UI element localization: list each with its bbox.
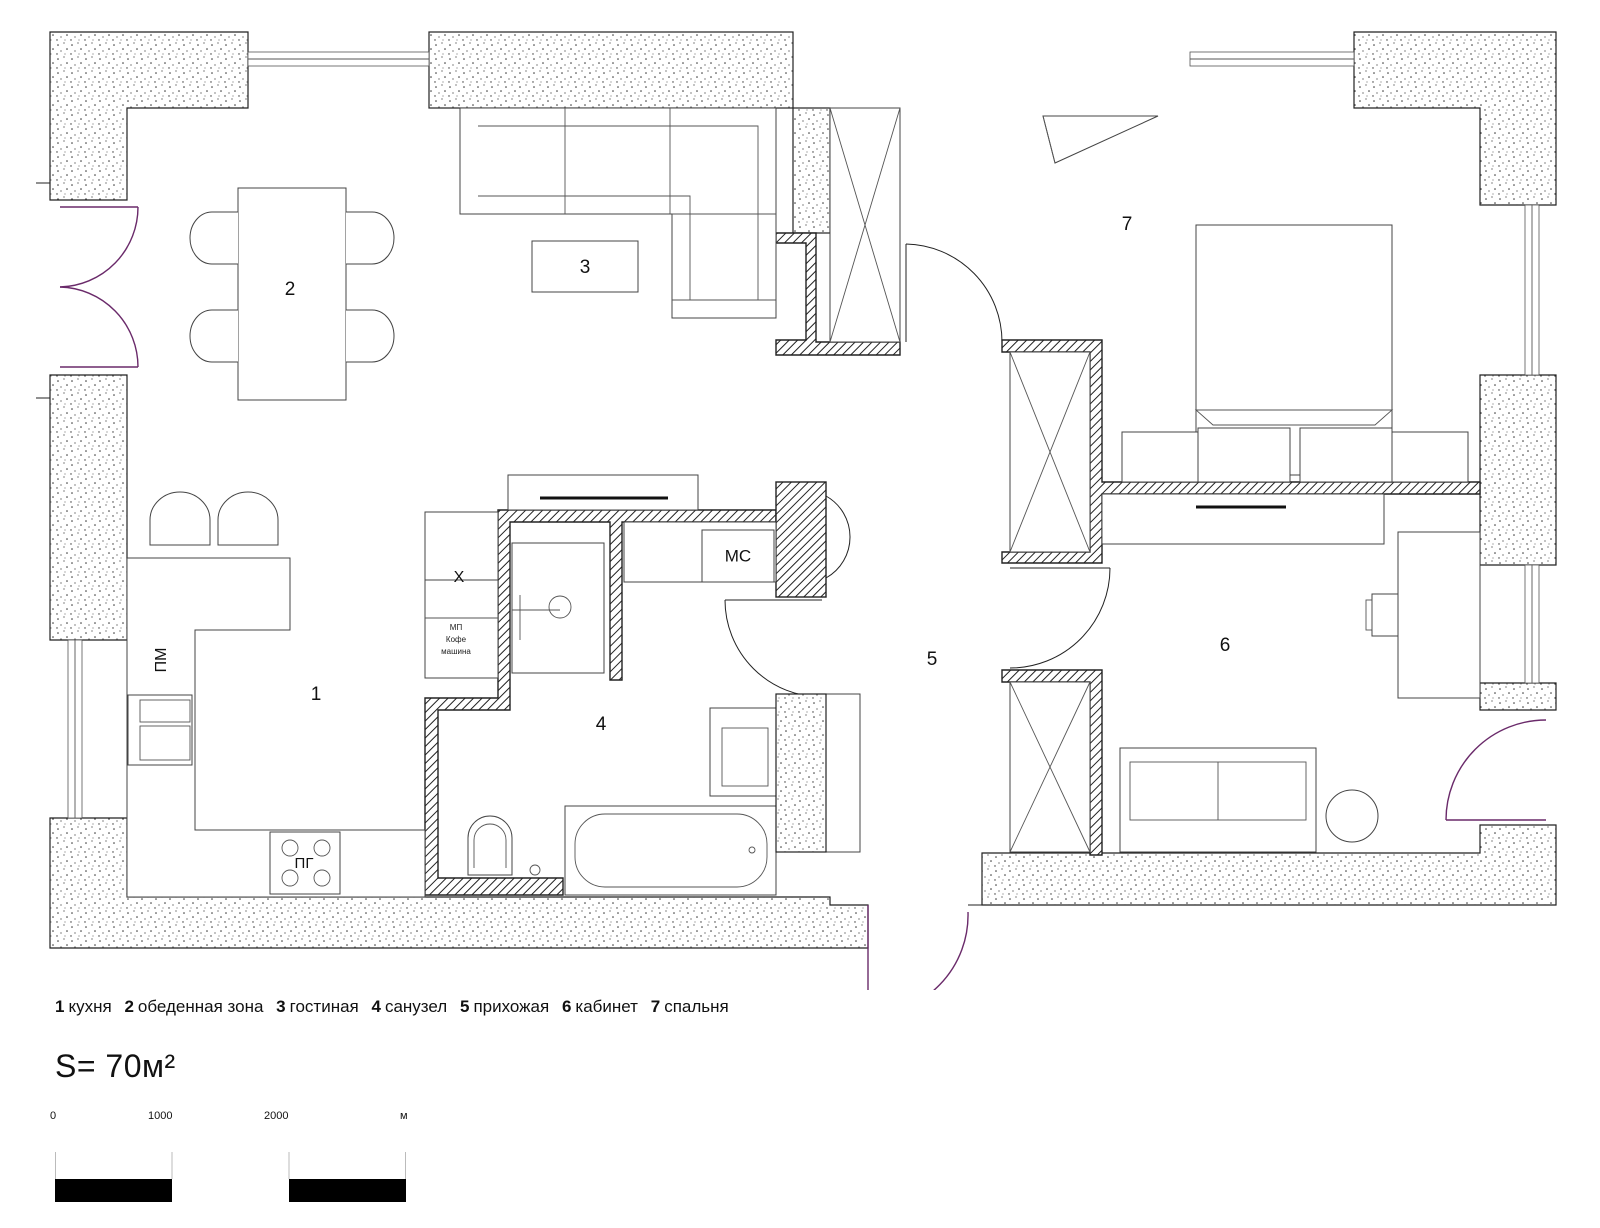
wardrobe-bedroom (1009, 351, 1091, 553)
floor-plan: 1 2 3 4 5 6 7 Х МП Кофе машина МС ПМ ПГ (36, 31, 1557, 990)
fridge-label: Х (454, 569, 465, 586)
appliance-column (424, 511, 499, 679)
door-living-hall[interactable] (905, 243, 1003, 343)
scale-bar (55, 1152, 406, 1202)
bedroom-door[interactable] (1042, 115, 1159, 164)
room-label-1: 1 (311, 684, 322, 705)
bathtub (564, 805, 777, 896)
microwave-label: МП (450, 623, 463, 632)
coffee-table (531, 240, 639, 293)
desk-chair (1365, 593, 1399, 637)
coffee-label-1: Кофе (446, 635, 467, 644)
scale-unit: м (400, 1110, 408, 1122)
balcony-door[interactable] (1445, 719, 1547, 821)
room-label-2: 2 (285, 279, 296, 300)
door-hall-study[interactable] (1009, 567, 1111, 669)
room-label-6: 6 (1220, 635, 1231, 656)
scale-segment (55, 1179, 172, 1202)
toilet (467, 815, 541, 876)
dishwasher-label: ПМ (153, 648, 170, 673)
scale-tick-2000: 2000 (264, 1110, 289, 1122)
dining-table (237, 187, 347, 401)
scale-segment (289, 1179, 406, 1202)
sofa-study (1119, 747, 1317, 853)
kitchen-counter (126, 557, 426, 898)
stove (269, 831, 341, 895)
total-area: S= 70м² (55, 1048, 176, 1084)
desk (1397, 531, 1481, 699)
washer-box-top (701, 529, 775, 583)
room-label-3: 3 (580, 257, 591, 278)
room-label-5: 5 (927, 649, 938, 670)
room-label-4: 4 (596, 714, 607, 735)
windows (67, 51, 1540, 819)
exterior-walls (49, 31, 1557, 949)
tv-unit-study (1101, 493, 1385, 545)
entrance-door[interactable] (867, 904, 982, 990)
hall-pillar (775, 693, 827, 853)
scale-tick-1000: 1000 (148, 1110, 173, 1122)
room-label-7: 7 (1122, 214, 1133, 235)
scale-tick-0: 0 (50, 1110, 57, 1122)
partition-walls (424, 232, 1481, 896)
door-bathroom[interactable] (724, 599, 823, 698)
washbasin (709, 707, 777, 797)
wardrobe-study (1009, 681, 1091, 853)
bed (1121, 224, 1469, 483)
coffee-label-2: машина (441, 647, 471, 656)
washer-label: МС (725, 546, 751, 565)
bar-stools (149, 491, 279, 546)
scale-segment (172, 1179, 289, 1202)
door-utility[interactable] (825, 495, 851, 579)
wardrobe-living (829, 107, 901, 343)
shower-basin (511, 542, 605, 674)
sofa-corner (459, 107, 777, 319)
stove-label: ПГ (295, 855, 314, 872)
dining-chairs (189, 211, 395, 363)
tv-unit-living (507, 474, 699, 511)
left-double-door[interactable] (36, 182, 139, 399)
round-table (1325, 789, 1379, 843)
